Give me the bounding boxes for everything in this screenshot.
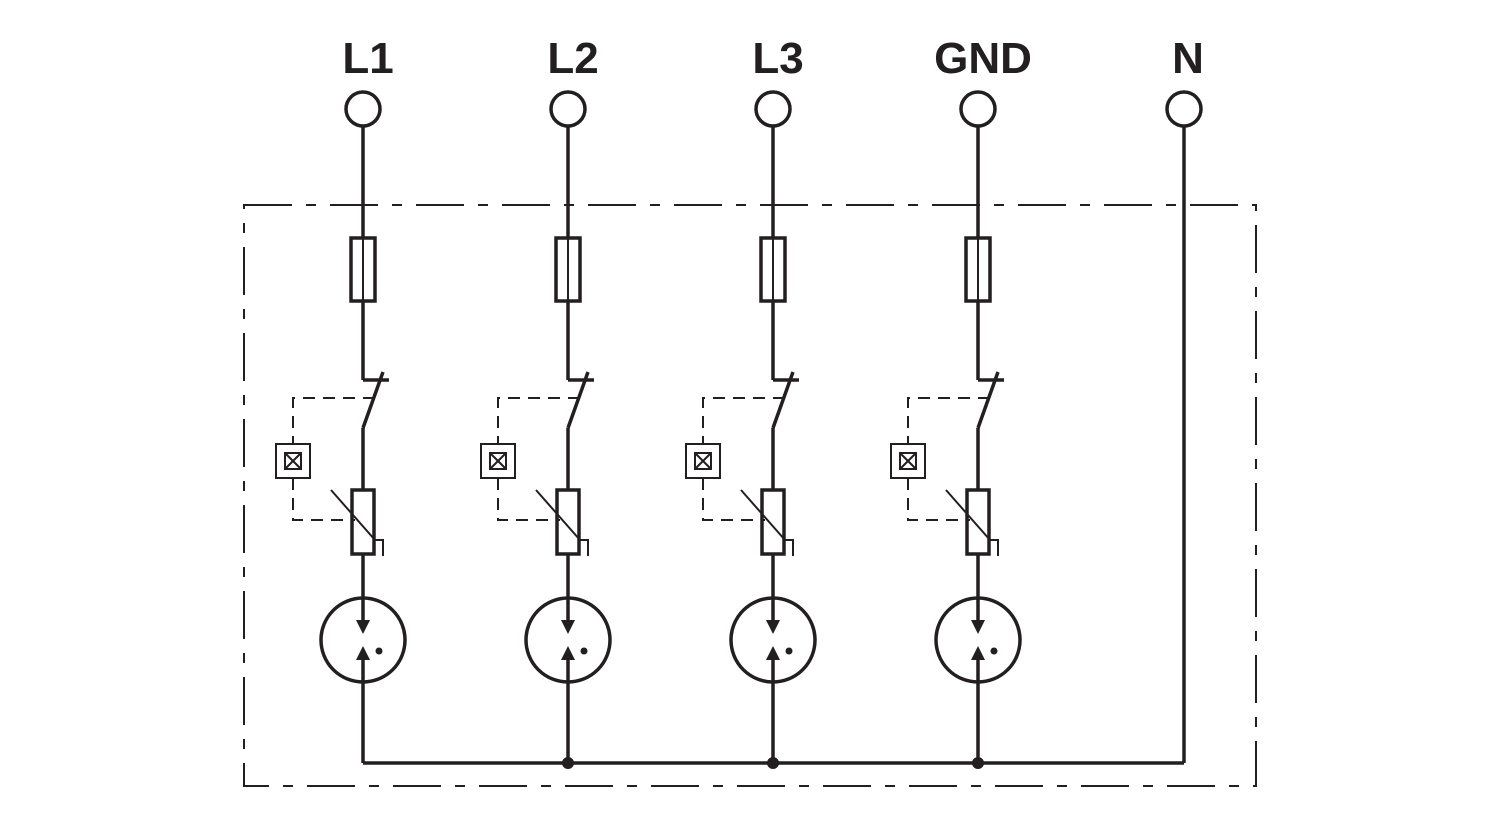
channel-gnd — [890, 90, 1022, 763]
gdt-arrow-down — [971, 620, 985, 634]
status-indicator-cross — [489, 452, 507, 470]
linkage-top — [292, 397, 375, 444]
gdt-arrow-down — [561, 620, 575, 634]
gdt-arrow-down — [766, 620, 780, 634]
channel-l2 — [480, 90, 612, 763]
enclosure-boundary — [243, 204, 1257, 787]
status-indicator-cross — [694, 452, 712, 470]
status-indicator-cross — [899, 452, 917, 470]
terminal-l1 — [344, 90, 382, 128]
varistor-l3 — [760, 488, 786, 556]
linkage-bottom — [907, 478, 970, 521]
linkage-top — [907, 397, 990, 444]
linkage-top — [702, 397, 785, 444]
status-indicator-inner — [489, 452, 507, 470]
linkage-bottom — [702, 478, 765, 521]
terminal-label-l3: L3 — [752, 34, 804, 83]
status-indicator-cross — [284, 452, 302, 470]
varistor-slash — [535, 489, 589, 556]
channel-l3 — [685, 90, 817, 763]
varistor-slash — [740, 489, 794, 556]
gdt-dot — [785, 647, 793, 655]
terminal-label-gnd: GND — [934, 34, 1032, 83]
terminal-l2 — [549, 90, 587, 128]
terminal-l3 — [754, 90, 792, 128]
junction-dot-l3 — [767, 757, 779, 769]
terminal-n — [1165, 90, 1203, 128]
status-indicator-inner — [284, 452, 302, 470]
varistor-gnd — [965, 488, 991, 556]
varistor-l1 — [350, 488, 376, 556]
neutral-path — [1165, 90, 1203, 763]
status-indicator-inner — [694, 452, 712, 470]
channel-l1 — [275, 90, 407, 763]
linkage-top — [497, 397, 580, 444]
gdt-arrow-up — [766, 646, 780, 660]
varistor-slash — [330, 489, 384, 556]
switch-blade-gnd — [976, 371, 1000, 429]
switch-blade-l1 — [361, 371, 385, 429]
varistor-slash — [945, 489, 999, 556]
status-indicator-inner — [899, 452, 917, 470]
gdt-arrow-up — [971, 646, 985, 660]
switch-blade-l3 — [771, 371, 795, 429]
gdt-dot — [990, 647, 998, 655]
terminal-label-l2: L2 — [547, 34, 599, 83]
varistor-l2 — [555, 488, 581, 556]
gdt-arrow-up — [561, 646, 575, 660]
junction-dot-gnd — [972, 757, 984, 769]
gdt-arrow-up — [356, 646, 370, 660]
gdt-arrow-down — [356, 620, 370, 634]
linkage-bottom — [292, 478, 355, 521]
junction-dot-l2 — [562, 757, 574, 769]
linkage-bottom — [497, 478, 560, 521]
switch-blade-l2 — [566, 371, 590, 429]
terminal-gnd — [959, 90, 997, 128]
terminal-label-n: N — [1172, 34, 1204, 83]
gdt-dot — [580, 647, 588, 655]
gdt-dot — [375, 647, 383, 655]
terminal-label-l1: L1 — [342, 34, 394, 83]
